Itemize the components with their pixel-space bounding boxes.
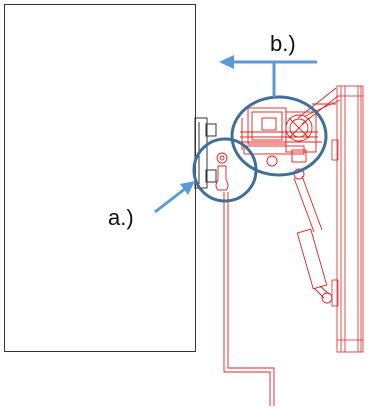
- arrow-b: [219, 55, 317, 97]
- callout-circle-a: [192, 137, 258, 203]
- right-frame: [331, 85, 364, 353]
- gas-spring: [293, 168, 333, 304]
- wall-panel: [4, 4, 196, 352]
- upper-strut: [297, 87, 341, 125]
- label-a: a.): [108, 205, 134, 230]
- arrow-a: [154, 181, 195, 214]
- motor-assembly: [240, 107, 322, 167]
- label-b: b.): [270, 31, 296, 56]
- hook-rod: [215, 152, 275, 406]
- callout-circle-b: [230, 95, 328, 177]
